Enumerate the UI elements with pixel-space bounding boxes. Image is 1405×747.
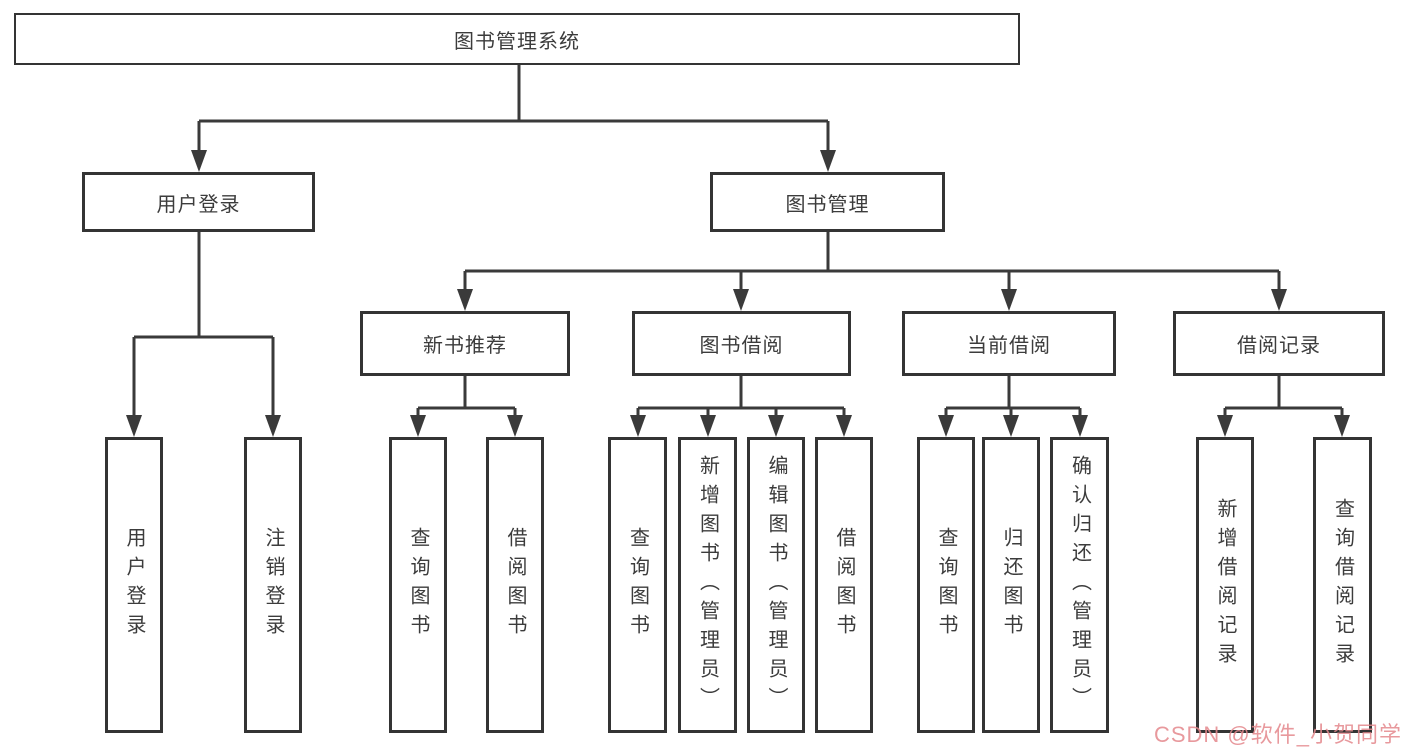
leaf-confirm-return-admin-label: 确认归还（管理员） [1068, 454, 1091, 716]
leaf-add-borrow-record-label: 新增借阅记录 [1214, 498, 1236, 672]
node-new-book-recommendation-label: 新书推荐 [423, 335, 507, 357]
arrowhead-icon [191, 150, 207, 172]
arrowhead-icon [507, 415, 523, 437]
arrowhead-icon [836, 415, 852, 437]
node-user-login-label: 用户登录 [156, 193, 241, 216]
leaf-borrow-books-1: 借阅图书 [486, 437, 544, 733]
node-book-management-label: 图书管理 [785, 193, 870, 216]
leaf-query-books-3: 查询图书 [917, 437, 975, 733]
leaf-query-borrow-record: 查询借阅记录 [1313, 437, 1372, 733]
node-library-management-system: 图书管理系统 [14, 13, 1020, 65]
leaf-return-books-label: 归还图书 [1000, 527, 1022, 643]
arrowhead-icon [768, 415, 784, 437]
leaf-query-borrow-record-label: 查询借阅记录 [1331, 498, 1354, 672]
connector-book-borrowing-to-leaves [636, 376, 846, 418]
arrowhead-icon [1271, 289, 1287, 311]
arrowhead-icon [265, 415, 281, 437]
arrowhead-icon [1072, 415, 1088, 437]
node-current-borrowing: 当前借阅 [902, 311, 1116, 376]
arrowhead-icon [938, 415, 954, 437]
leaf-edit-book-admin: 编辑图书（管理员） [747, 437, 805, 733]
leaf-query-books-1: 查询图书 [389, 437, 447, 733]
leaf-edit-book-admin-label: 编辑图书（管理员） [765, 454, 787, 716]
leaf-add-book-admin-label: 新增图书（管理员） [696, 454, 719, 716]
arrowhead-icon [1001, 289, 1017, 311]
leaf-confirm-return-admin: 确认归还（管理员） [1050, 437, 1109, 733]
arrowhead-icon [410, 415, 426, 437]
node-book-management: 图书管理 [710, 172, 945, 232]
node-borrowing-records: 借阅记录 [1173, 311, 1385, 376]
leaf-query-books-2-label: 查询图书 [626, 527, 649, 643]
node-user-login: 用户登录 [82, 172, 315, 232]
connector-current-borrowing-to-leaves [944, 376, 1082, 418]
leaf-query-books-1-label: 查询图书 [407, 527, 429, 643]
leaf-user-login-label: 用户登录 [123, 527, 145, 643]
leaf-borrow-books-2: 借阅图书 [815, 437, 873, 733]
leaf-add-book-admin: 新增图书（管理员） [678, 437, 737, 733]
leaf-return-books: 归还图书 [982, 437, 1040, 733]
node-library-management-system-label: 图书管理系统 [454, 30, 580, 53]
arrowhead-icon [457, 289, 473, 311]
leaf-user-login: 用户登录 [105, 437, 163, 733]
connector-new-book-to-leaves [416, 376, 517, 418]
leaf-borrow-books-1-label: 借阅图书 [504, 527, 526, 643]
arrowhead-icon [733, 289, 749, 311]
connector-book-management-to-level3 [463, 232, 1281, 292]
arrowhead-icon [1003, 415, 1019, 437]
leaf-logout-label: 注销登录 [262, 527, 284, 643]
leaf-query-books-2: 查询图书 [608, 437, 667, 733]
node-book-borrowing: 图书借阅 [632, 311, 851, 376]
leaf-add-borrow-record: 新增借阅记录 [1196, 437, 1254, 733]
watermark-text: CSDN @软件_小贺同学 [1153, 722, 1402, 747]
leaf-logout: 注销登录 [244, 437, 302, 733]
node-new-book-recommendation: 新书推荐 [360, 311, 570, 376]
arrowhead-icon [126, 415, 142, 437]
leaf-query-books-3-label: 查询图书 [935, 527, 957, 643]
leaf-borrow-books-2-label: 借阅图书 [833, 527, 855, 643]
node-current-borrowing-label: 当前借阅 [967, 335, 1051, 357]
connector-root-to-level2 [197, 65, 830, 153]
arrowhead-icon [1334, 415, 1350, 437]
node-book-borrowing-label: 图书借阅 [699, 335, 784, 357]
connector-borrowing-records-to-leaves [1223, 376, 1344, 418]
arrowhead-icon [820, 150, 836, 172]
connector-user-login-to-leaves [132, 232, 275, 418]
arrowhead-icon [630, 415, 646, 437]
arrowhead-icon [1217, 415, 1233, 437]
node-borrowing-records-label: 借阅记录 [1237, 335, 1321, 357]
arrowhead-icon [700, 415, 716, 437]
